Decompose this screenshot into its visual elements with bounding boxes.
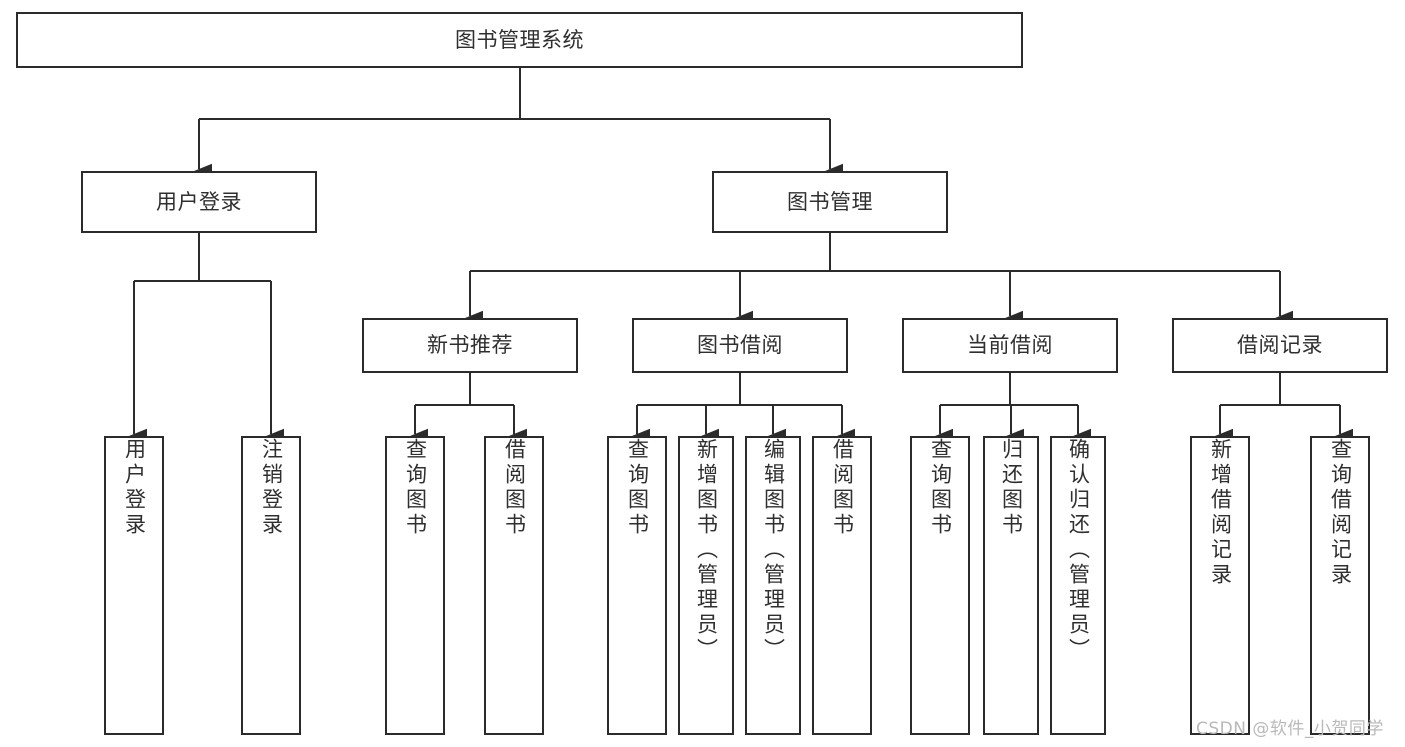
node-label: 用户登录 <box>122 438 147 538</box>
node-label: 注销登录 <box>259 438 284 538</box>
node-label: 新增图书（管理员） <box>694 438 719 663</box>
node-user-login[interactable]: 用户登录 <box>81 171 317 233</box>
node-label: 用户登录 <box>156 189 242 214</box>
node-label: 确认归还（管理员） <box>1066 438 1091 663</box>
node-new-book-rec[interactable]: 新书推荐 <box>362 318 578 373</box>
node-leaf-confirm-return[interactable]: 确认归还（管理员） <box>1050 436 1106 735</box>
node-label: 查询图书 <box>928 438 953 538</box>
node-label: 借阅图书 <box>830 438 855 538</box>
node-label: 新增借阅记录 <box>1208 438 1233 588</box>
node-book-manage[interactable]: 图书管理 <box>712 171 948 233</box>
node-label: 查询借阅记录 <box>1328 438 1353 588</box>
csdn-watermark: CSDN @软件_小贺同学 <box>1196 719 1384 739</box>
node-leaf-edit-book[interactable]: 编辑图书（管理员） <box>745 436 801 735</box>
node-label: 归还图书 <box>999 438 1024 538</box>
node-label: 查询图书 <box>625 438 650 538</box>
node-label: 图书管理系统 <box>455 27 584 52</box>
node-leaf-query-book-3[interactable]: 查询图书 <box>910 436 970 735</box>
node-leaf-user-logout[interactable]: 注销登录 <box>241 436 301 735</box>
node-label: 图书借阅 <box>697 333 783 358</box>
node-label: 当前借阅 <box>967 333 1053 358</box>
node-label: 编辑图书（管理员） <box>761 438 786 663</box>
node-leaf-borrow-book-1[interactable]: 借阅图书 <box>484 436 544 735</box>
node-label: 图书管理 <box>787 189 873 214</box>
node-leaf-query-record[interactable]: 查询借阅记录 <box>1310 436 1370 735</box>
node-label: 新书推荐 <box>427 333 513 358</box>
node-leaf-user-login[interactable]: 用户登录 <box>104 436 164 735</box>
node-book-borrow[interactable]: 图书借阅 <box>632 318 848 373</box>
edge-lines <box>120 68 1354 450</box>
node-leaf-query-book-1[interactable]: 查询图书 <box>385 436 445 735</box>
node-label: 借阅记录 <box>1237 333 1323 358</box>
node-leaf-borrow-book-2[interactable]: 借阅图书 <box>812 436 872 735</box>
node-current-borrow[interactable]: 当前借阅 <box>902 318 1118 373</box>
node-label: 借阅图书 <box>502 438 527 538</box>
node-root[interactable]: 图书管理系统 <box>16 12 1023 68</box>
node-label: 查询图书 <box>403 438 428 538</box>
node-leaf-return-book[interactable]: 归还图书 <box>983 436 1039 735</box>
node-leaf-add-book[interactable]: 新增图书（管理员） <box>678 436 734 735</box>
node-leaf-query-book-2[interactable]: 查询图书 <box>607 436 667 735</box>
node-borrow-record[interactable]: 借阅记录 <box>1172 318 1388 373</box>
node-leaf-add-record[interactable]: 新增借阅记录 <box>1190 436 1250 735</box>
